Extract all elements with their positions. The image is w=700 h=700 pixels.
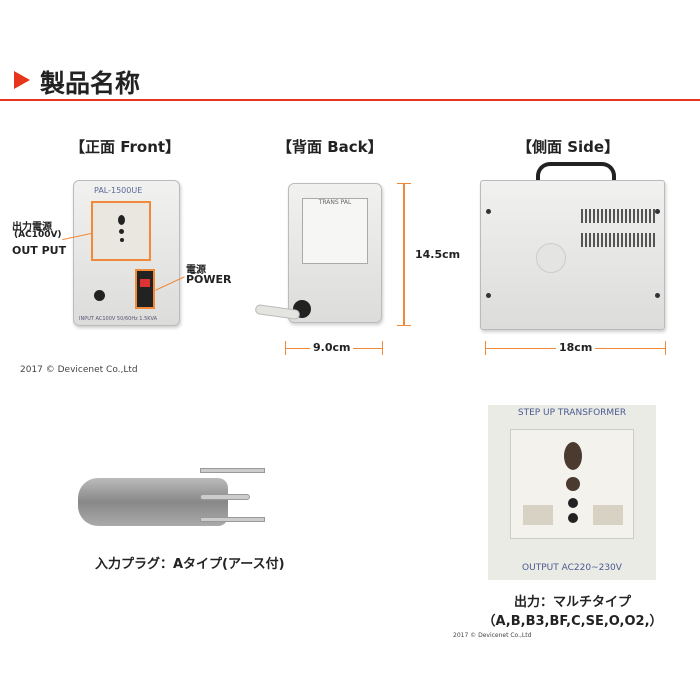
copyright: 2017 © Devicenet Co.,Ltd [20,365,138,375]
socket-types: （A,B,B3,BF,C,SE,O,O2,） [482,614,663,629]
model-name: PAL-1500UE [94,186,143,195]
power-label-en: POWER [186,273,232,286]
back-device-image: TRANS PAL [288,183,382,323]
plug-prong [200,468,265,473]
input-spec: INPUT AC100V 50/60Hz 1.5KVA [79,316,158,322]
side-device-image [480,180,665,330]
side-heading: 【側面 Side】 [517,138,620,156]
socket-caption: 出力：マルチタイプ [513,595,631,610]
back-heading: 【背面 Back】 [277,138,383,156]
power-label-jp: 電源 [186,265,206,276]
output-label-jp: 出力電源 [12,222,52,233]
front-heading: 【正面 Front】 [70,138,181,156]
output-socket [91,201,151,261]
width-dimension: 9.0cm [310,341,354,354]
height-dimension: 14.5cm [415,248,461,261]
depth-dimension: 18cm [556,341,596,354]
header-arrow-icon [14,71,30,89]
power-switch [135,269,155,309]
warning-label: TRANS PAL [302,198,368,264]
socket-copyright: 2017 © Devicenet Co.,Ltd [453,632,532,639]
front-device-image: PAL-1500UE INPUT AC100V 50/60Hz 1.5KVA [73,180,180,326]
page-title: 製品名称 [40,69,141,98]
socket-bottom-text: OUTPUT AC220~230V [522,563,622,573]
fuse-holder [94,290,105,301]
socket-top-text: STEP UP TRANSFORMER [517,408,627,418]
output-label-en: OUT PUT [12,244,67,257]
warning-label-title: TRANS PAL [318,199,352,206]
plug-prong [200,517,265,522]
ground-pin [200,494,250,500]
header-divider [0,99,700,101]
plug-caption: 入力プラグ：Aタイプ(アース付) [95,557,285,572]
output-label-ac: (AC100V) [14,230,62,240]
socket-image: STEP UP TRANSFORMER OUTPUT AC220~230V [488,405,656,580]
